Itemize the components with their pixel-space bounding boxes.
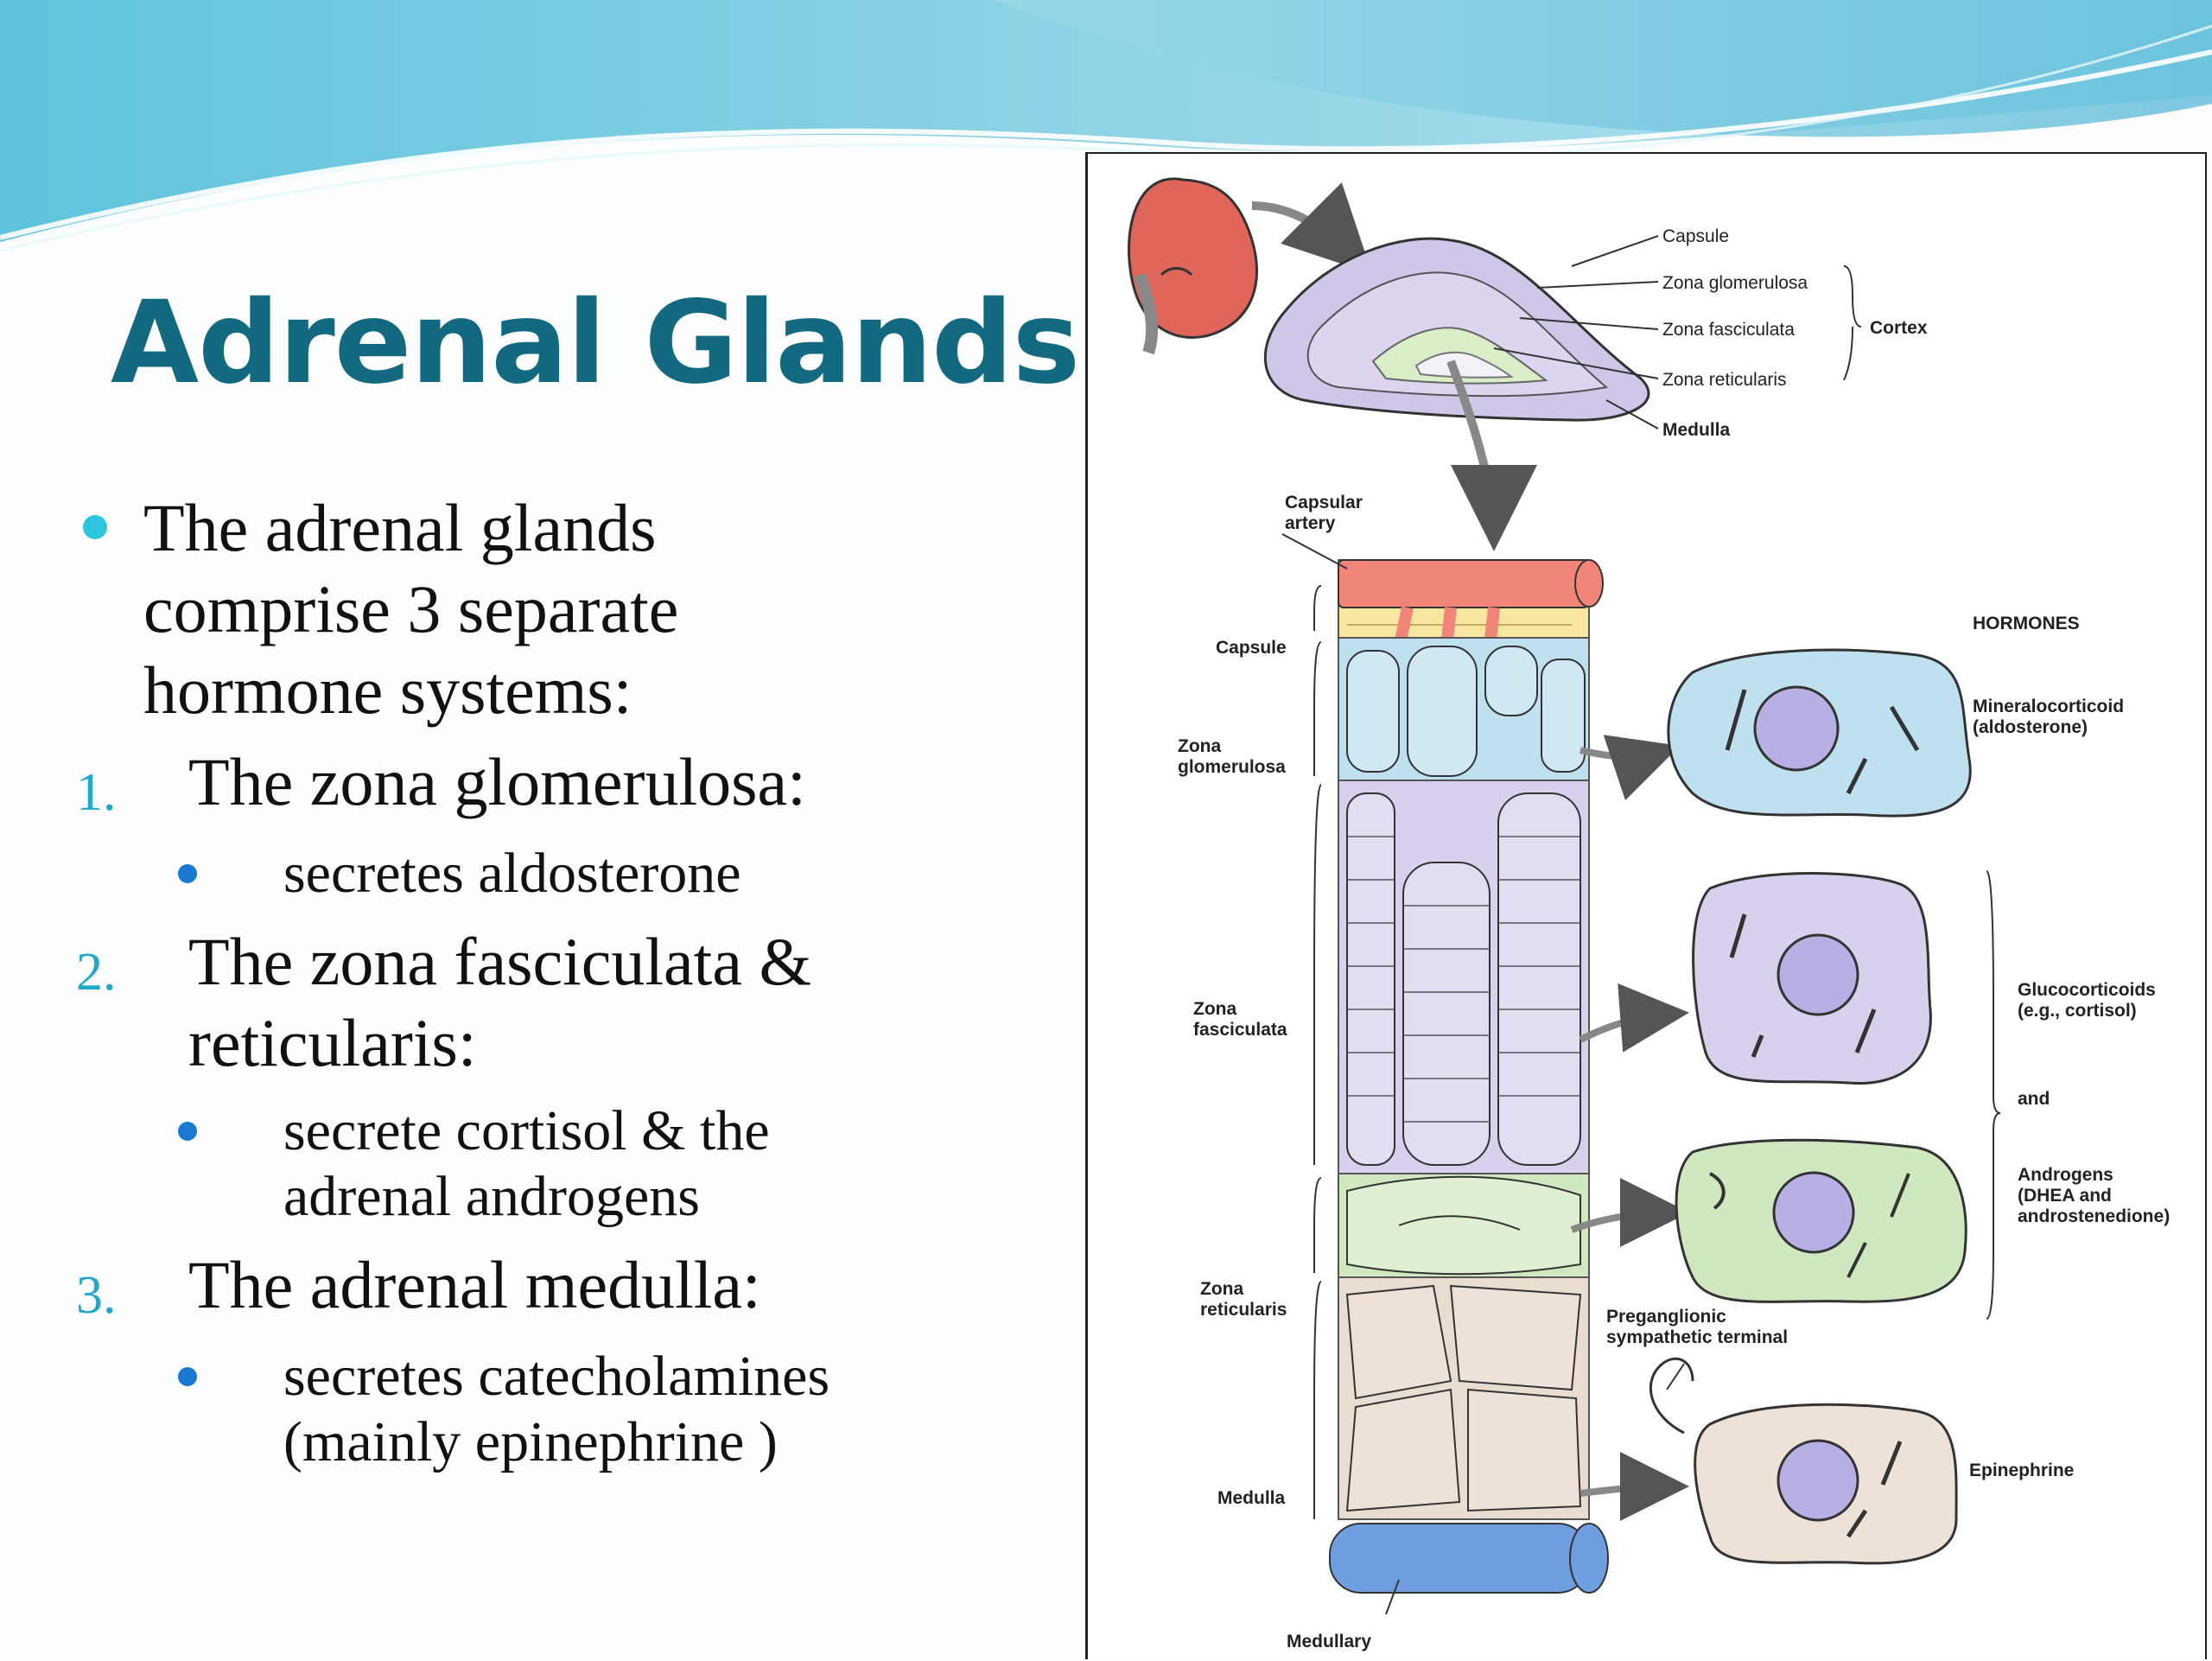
label-and: and [2018, 1089, 2050, 1109]
label-zf-2: fasciculata [1193, 1020, 1287, 1040]
kidney-shape [1128, 177, 1259, 339]
label-glucocorticoids-2: (e.g., cortisol) [2018, 1001, 2137, 1021]
label-capsule: Capsule [1662, 226, 1729, 246]
label-androgens-1: Androgens [2018, 1165, 2113, 1185]
capsular-artery [1338, 559, 1590, 608]
intro-line-3: hormone systems: [143, 652, 632, 728]
label-zr-1: Zona [1200, 1279, 1243, 1299]
label-zf-1: Zona [1193, 999, 1236, 1019]
sub-bullet-dot [178, 864, 197, 883]
label-cortex: Cortex [1870, 318, 1928, 338]
slide-title: Adrenal Glands [111, 277, 1080, 410]
label-zg-1: Zona [1178, 736, 1221, 756]
item-detail-1: secretes aldosterone [283, 842, 741, 905]
item-detail-2b: adrenal androgens [283, 1165, 700, 1228]
item-number-1: 1. [76, 763, 117, 822]
label-androgens-3: androstenedione) [2018, 1206, 2170, 1226]
item-heading-1: The zona glomerulosa: [188, 744, 806, 819]
label-preganglionic-2: sympathetic terminal [1606, 1327, 1788, 1347]
label-medulla: Medulla [1662, 420, 1730, 440]
intro-line-2: comprise 3 separate [143, 571, 679, 646]
item-detail-3b: (mainly epinephrine ) [283, 1410, 778, 1473]
adrenal-illustration: Capsule Zona glomerulosa Zona fasciculat… [1128, 177, 2170, 1651]
label-zg-2: glomerulosa [1178, 757, 1286, 777]
bullet-dot [83, 515, 107, 539]
sub-bullet-dot [178, 1367, 197, 1386]
label-zona-reticularis: Zona reticularis [1662, 370, 1787, 390]
item-detail-2a: secrete cortisol & the [283, 1099, 770, 1162]
adrenal-diagram: Capsule Zona glomerulosa Zona fasciculat… [1085, 152, 2207, 1659]
medullary-vein [1329, 1523, 1590, 1594]
label-hormones-header: HORMONES [1973, 614, 2080, 633]
item-heading-3: The adrenal medulla: [188, 1247, 761, 1322]
item-number-3: 3. [76, 1266, 117, 1325]
item-heading-2a: The zona fasciculata & [188, 924, 812, 999]
sub-bullet-dot [178, 1122, 197, 1141]
label-medullary: Medullary [1287, 1632, 1371, 1651]
label-mineralocorticoid-2: (aldosterone) [1973, 717, 2088, 737]
label-zona-fasciculata: Zona fasciculata [1662, 320, 1795, 340]
label-epinephrine: Epinephrine [1969, 1461, 2074, 1480]
label-medulla-left: Medulla [1217, 1488, 1285, 1508]
bullet-list: The adrenal glands comprise 3 separate h… [0, 0, 1071, 1659]
label-capsular-artery-2: artery [1285, 513, 1336, 533]
label-mineralocorticoid-1: Mineralocorticoid [1973, 697, 2124, 716]
label-zona-glomerulosa: Zona glomerulosa [1662, 273, 1808, 293]
label-capsular-artery-1: Capsular [1285, 493, 1363, 512]
label-zr-2: reticularis [1200, 1300, 1287, 1320]
label-capsule-left: Capsule [1216, 638, 1287, 658]
item-number-2: 2. [76, 943, 117, 1002]
item-heading-2b: reticularis: [188, 1005, 477, 1080]
label-androgens-2: (DHEA and [2018, 1186, 2112, 1206]
header-wave [0, 0, 2212, 252]
label-glucocorticoids-1: Glucocorticoids [2018, 980, 2156, 1000]
item-detail-3a: secretes catecholamines [283, 1345, 830, 1408]
label-preganglionic-1: Preganglionic [1606, 1307, 1726, 1327]
intro-line-1: The adrenal glands [143, 490, 657, 565]
